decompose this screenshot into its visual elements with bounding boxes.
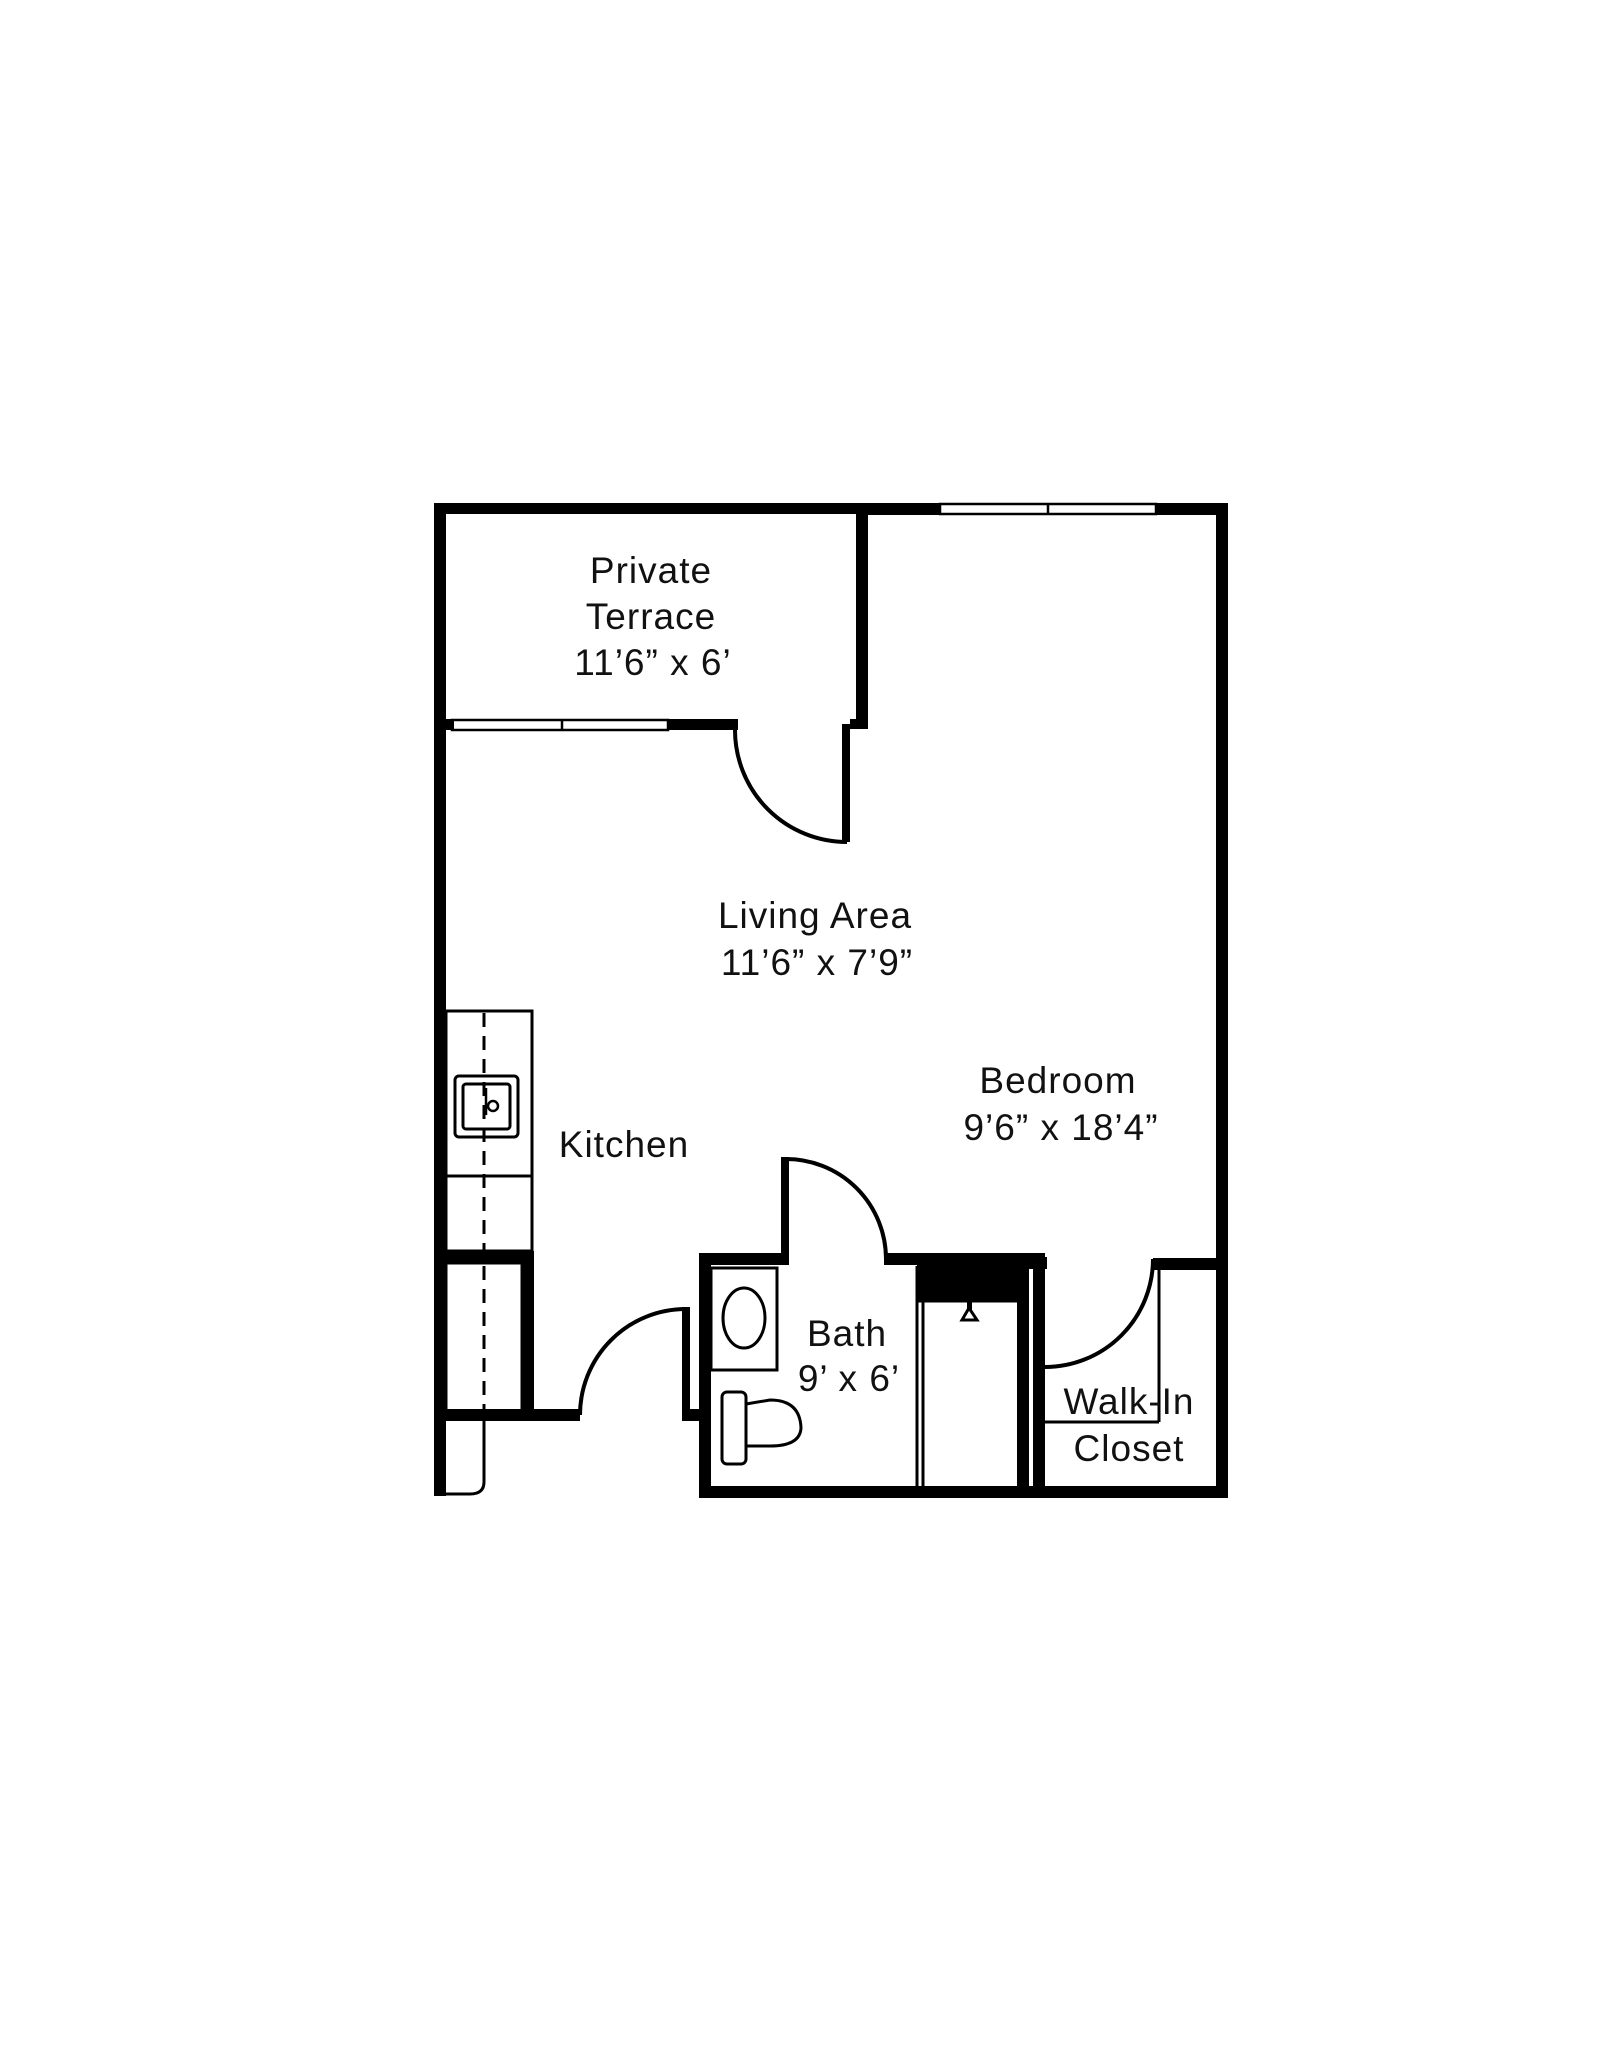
toilet-icon — [720, 1390, 803, 1466]
terrace-wall — [446, 719, 850, 842]
terrace-size: 11’6” x 6’ — [574, 642, 731, 683]
bath-vanity — [709, 1266, 779, 1372]
closet-walls — [1029, 1257, 1228, 1498]
entry-door-swing — [578, 1307, 687, 1416]
terrace-label-line2: Terrace — [586, 596, 716, 637]
bedroom-size: 9’6” x 18’4” — [963, 1107, 1158, 1148]
living-size: 11’6” x 7’9” — [721, 942, 913, 983]
bath-label: Bath — [807, 1313, 887, 1354]
kitchen-label: Kitchen — [559, 1124, 689, 1165]
bath-door-swing — [784, 1156, 888, 1260]
kitchen-lower-walls — [434, 1251, 700, 1421]
bath-size: 9’ x 6’ — [798, 1358, 900, 1399]
kitchen-counter — [444, 1009, 534, 1413]
entry-stoop — [440, 1421, 486, 1496]
living-label: Living Area — [718, 895, 912, 936]
bath-walls — [699, 1157, 1045, 1498]
closet-label-line2: Closet — [1074, 1428, 1185, 1469]
windows — [450, 502, 1158, 732]
window-living — [450, 718, 670, 732]
bedroom-label: Bedroom — [979, 1060, 1136, 1101]
kitchen-sink — [453, 1074, 520, 1139]
terrace-label-line1: Private — [590, 550, 712, 591]
closet-door-swing — [1044, 1258, 1155, 1369]
terrace-door-swing — [733, 729, 848, 844]
closet-label-line1: Walk-In — [1063, 1381, 1194, 1422]
room-labels: Private Terrace 11’6” x 6’ Living Area 1… — [559, 550, 1194, 1469]
shower-head-icon — [959, 1301, 980, 1322]
